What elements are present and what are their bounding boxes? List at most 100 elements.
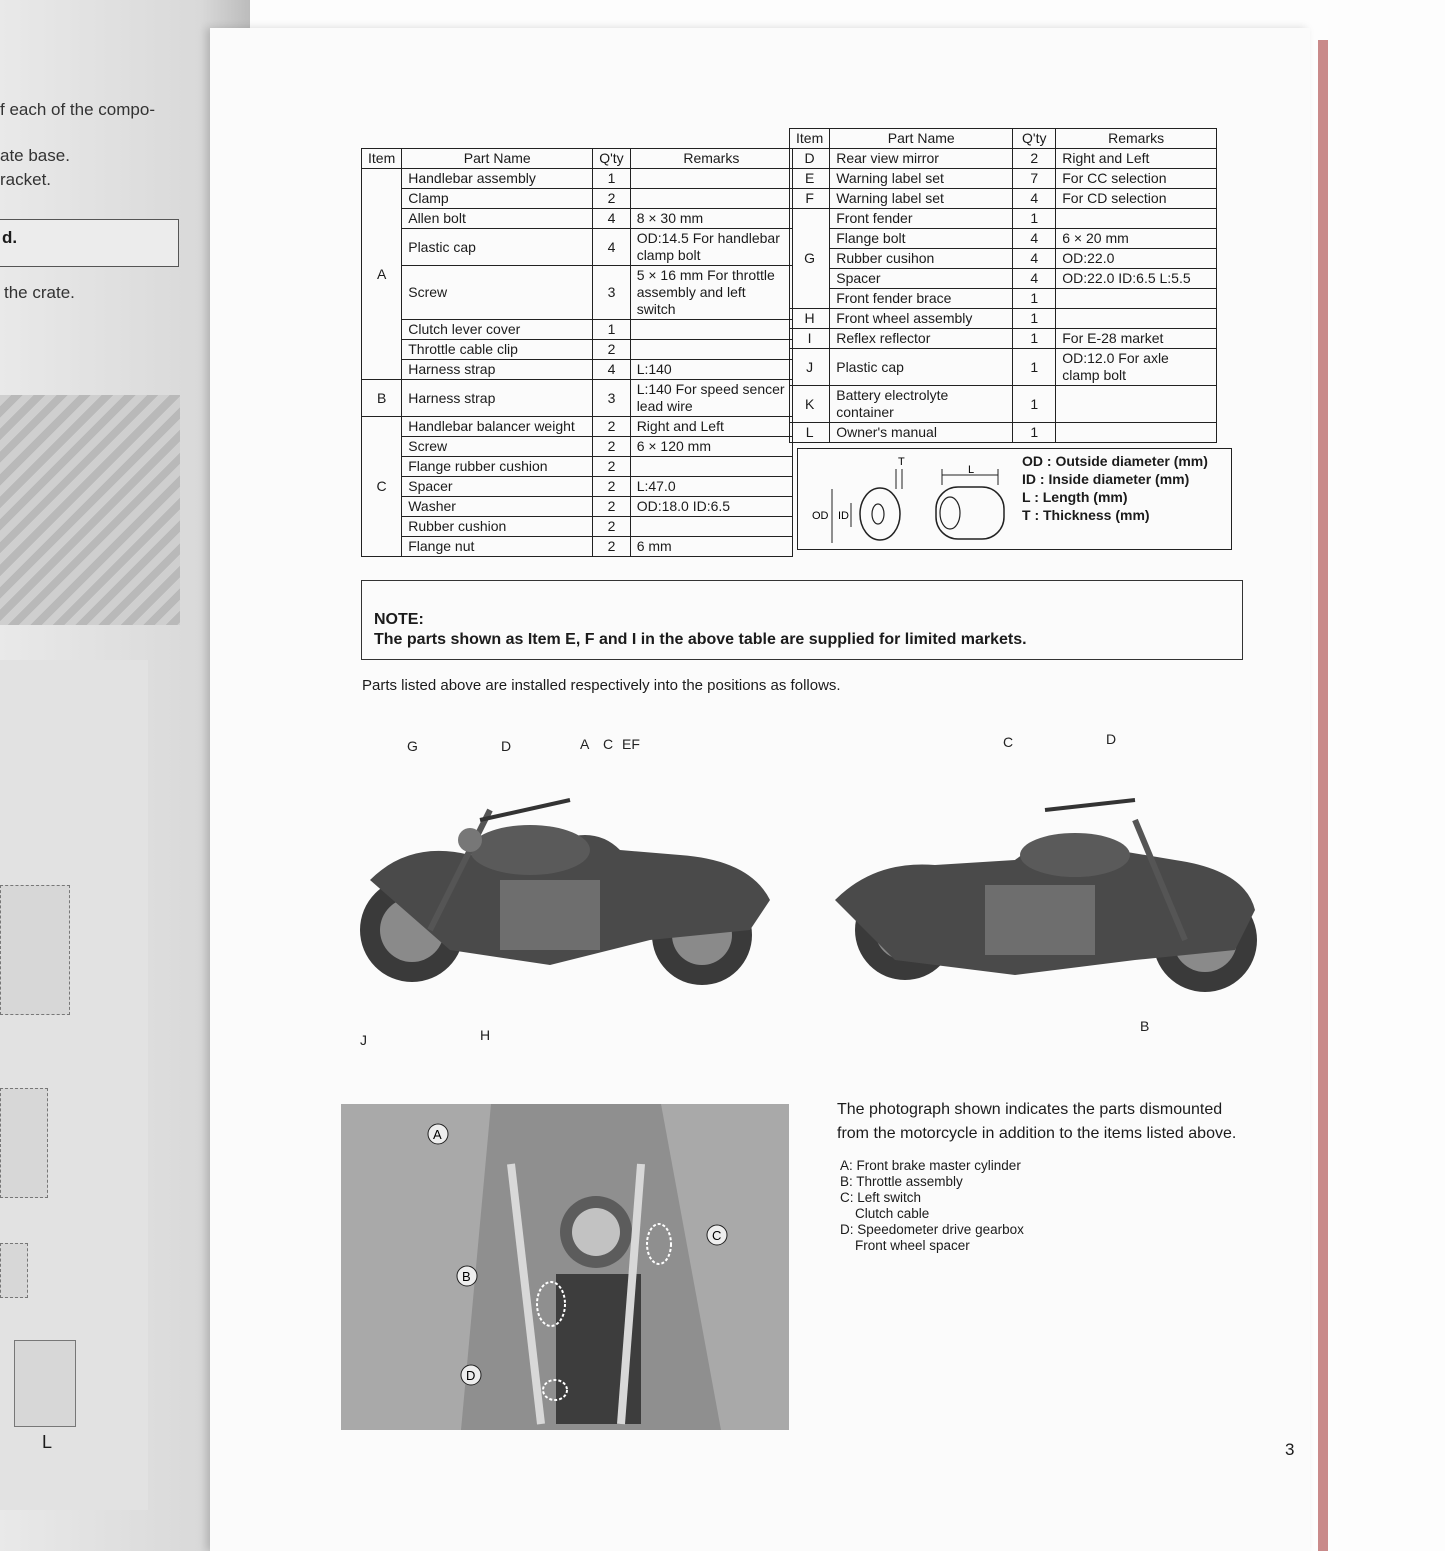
item-cell: K [788, 385, 831, 423]
photo-caption-line-2: from the motorcycle in addition to the i… [837, 1125, 1237, 1142]
caption-item: B: Throttle assembly [840, 1174, 963, 1189]
qty-cell: 4 [1012, 228, 1057, 249]
item-cell: H [788, 308, 831, 329]
part-name-cell: Flange bolt [829, 228, 1014, 249]
legend-l: L : Length (mm) [1022, 489, 1128, 505]
remarks-cell: OD:18.0 ID:6.5 [629, 496, 794, 517]
photo-label-a: A [433, 1127, 442, 1142]
part-name-cell: Front wheel assembly [829, 308, 1014, 329]
qty-cell: 3 [592, 265, 631, 320]
item-cell: E [788, 168, 831, 189]
qty-cell: 7 [1012, 168, 1057, 189]
qty-cell: 1 [592, 168, 631, 189]
remarks-cell: OD:14.5 For handlebar clamp bolt [629, 228, 794, 266]
part-name-cell: Screw [401, 265, 594, 320]
remarks-cell: For E-28 market [1055, 328, 1217, 349]
photo-caption-line-1: The photograph shown indicates the parts… [837, 1101, 1223, 1118]
left-bike-label-c: C [603, 736, 614, 752]
crate-photo [0, 395, 180, 625]
caption-item: Front wheel spacer [840, 1238, 970, 1253]
dim-l-label: L [968, 464, 974, 476]
qty-cell: 2 [592, 516, 631, 537]
qty-cell: 1 [1012, 328, 1057, 349]
part-name-cell: Owner's manual [829, 422, 1014, 443]
qty-cell: 1 [1012, 348, 1057, 386]
part-name-cell: Rear view mirror [829, 148, 1014, 169]
caption-item: A: Front brake master cylinder [840, 1158, 1021, 1173]
left-page-line-2: ate base. [0, 146, 70, 165]
qty-cell: 2 [592, 339, 631, 360]
left-page-line-3: racket. [0, 170, 52, 189]
qty-cell: 2 [592, 436, 631, 457]
photo-content: A B C D [341, 1104, 789, 1430]
remarks-cell [629, 188, 794, 209]
part-name-cell: Rubber cusihon [829, 248, 1014, 269]
right-bike-label-b: B [1140, 1018, 1150, 1034]
remarks-cell [629, 516, 794, 537]
remarks-cell: Right and Left [629, 416, 794, 437]
remarks-cell [1055, 422, 1217, 443]
left-page-dashed-box-1 [0, 885, 70, 1015]
qty-cell: 1 [1012, 308, 1057, 329]
part-name-cell: Warning label set [829, 188, 1014, 209]
part-name-cell: Flange nut [401, 536, 594, 557]
qty-cell: 4 [592, 228, 631, 266]
photo-caption-list: A: Front brake master cylinder B: Thrott… [840, 1158, 1024, 1254]
item-cell: G [788, 208, 831, 309]
part-name-cell: Plastic cap [401, 228, 594, 266]
remarks-cell: 6 mm [629, 536, 794, 557]
remarks-cell: 5 × 16 mm For throttle assembly and left… [629, 265, 794, 320]
left-facing-page: f each of the compo- ate base. racket. d… [0, 0, 250, 1551]
note-box: NOTE: The parts shown as Item E, F and I… [361, 580, 1243, 660]
motorcycle-right-side-photo [835, 798, 1257, 992]
col-remarks: Remarks [629, 148, 794, 169]
left-page-letter-l: L [42, 1432, 53, 1452]
left-page-line-4: the crate. [4, 283, 75, 302]
part-name-cell: Clutch lever cover [401, 319, 594, 340]
remarks-cell: 6 × 20 mm [1055, 228, 1217, 249]
col-part-name: Part Name [401, 148, 594, 169]
left-page-dashed-box-3 [0, 1243, 28, 1298]
part-name-cell: Battery electrolyte container [829, 385, 1014, 423]
left-page-box: d. [0, 219, 179, 267]
caption-item: C: Left switch [840, 1190, 922, 1205]
item-cell: A [360, 168, 403, 380]
qty-cell: 4 [1012, 248, 1057, 269]
dismounted-parts-photo: A B C D [341, 1104, 789, 1430]
part-name-cell: Flange rubber cushion [401, 456, 594, 477]
legend-od: OD : Outside diameter (mm) [1022, 453, 1208, 469]
part-name-cell: Handlebar balancer weight [401, 416, 594, 437]
left-page-dashed-box-2 [0, 1088, 48, 1198]
remarks-cell [1055, 308, 1217, 329]
part-name-cell: Spacer [401, 476, 594, 497]
part-name-cell: Front fender brace [829, 288, 1014, 309]
part-name-cell: Rubber cushion [401, 516, 594, 537]
qty-cell: 4 [592, 208, 631, 229]
qty-cell: 2 [592, 416, 631, 437]
part-name-cell: Reflex reflector [829, 328, 1014, 349]
remarks-cell: 8 × 30 mm [629, 208, 794, 229]
remarks-cell: For CD selection [1055, 188, 1217, 209]
part-name-cell: Front fender [829, 208, 1014, 229]
item-cell: C [360, 416, 403, 557]
owners-manual-thumbnail [14, 1340, 76, 1427]
dimension-diagram: OD ID T L [812, 456, 1005, 543]
